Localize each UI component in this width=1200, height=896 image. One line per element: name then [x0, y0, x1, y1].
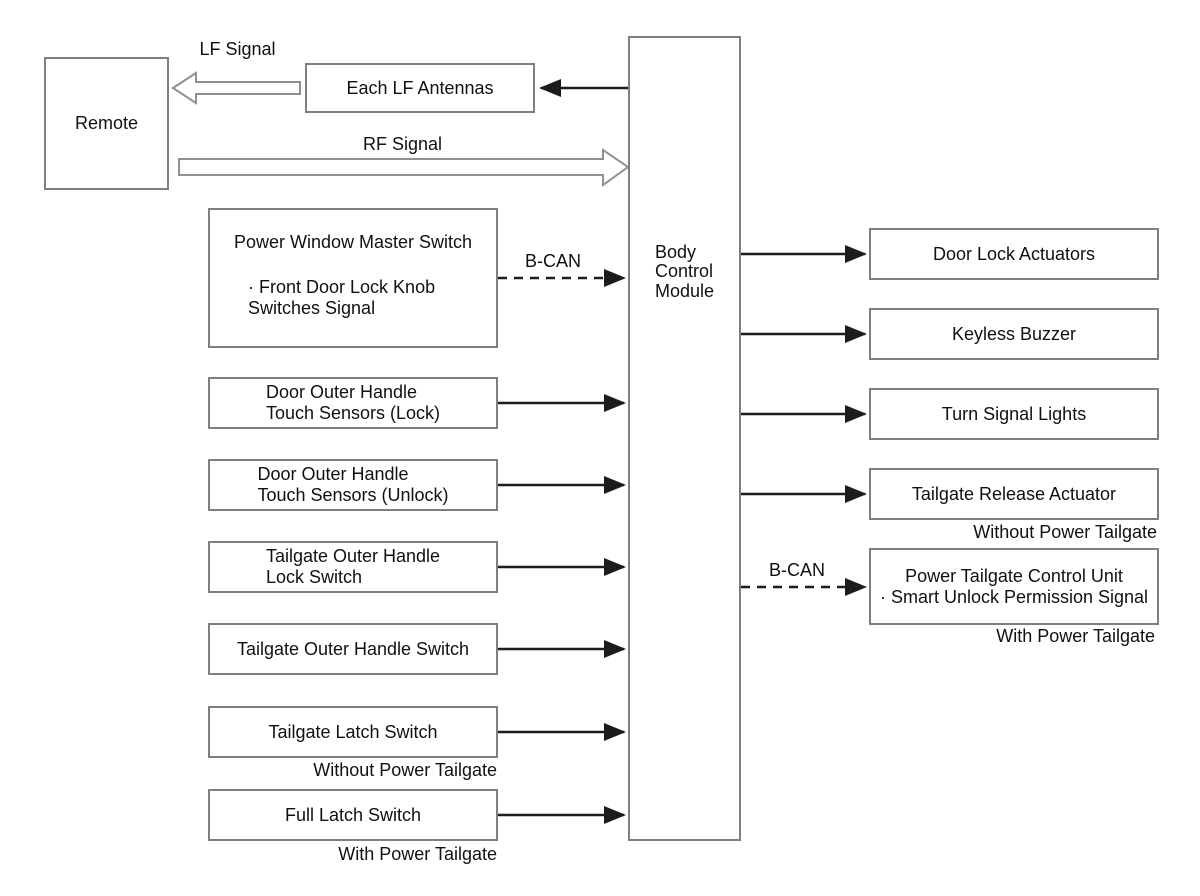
tailgate-release-actuator-node: Tailgate Release Actuator: [869, 468, 1159, 520]
rf-signal-arrow: [178, 148, 630, 187]
turn-signal-lights-node: Turn Signal Lights: [869, 388, 1159, 440]
keyless-buzzer-node: Keyless Buzzer: [869, 308, 1159, 360]
tailgate-release-actuator-note: Without Power Tailgate: [973, 522, 1157, 542]
node-label: Full Latch Switch: [284, 804, 422, 825]
full-latch-switch-node: Full Latch Switch: [208, 789, 498, 841]
node-label: Door Outer Handle: [265, 382, 418, 403]
tailgate-outer-handle-lock-switch-node: Tailgate Outer Handle Lock Switch: [208, 541, 498, 593]
full-latch-switch-note: With Power Tailgate: [338, 844, 497, 864]
node-label: · Smart Unlock Permission Signal: [879, 586, 1149, 607]
tailgate-latch-switch-note: Without Power Tailgate: [313, 760, 497, 780]
node-label: Tailgate Latch Switch: [268, 721, 438, 742]
tailgate-outer-handle-switch-node: Tailgate Outer Handle Switch: [208, 623, 498, 675]
bcm-label: Body Control Module: [655, 242, 715, 301]
node-label: Tailgate Release Actuator: [911, 483, 1117, 504]
power-tailgate-control-unit-note: With Power Tailgate: [996, 626, 1155, 646]
remote-label: Remote: [74, 113, 139, 134]
node-label: Tailgate Outer Handle Switch: [236, 638, 470, 659]
rf-signal-label: RF Signal: [362, 134, 443, 154]
door-outer-handle-lock-node: Door Outer Handle Touch Sensors (Lock): [208, 377, 498, 429]
node-sublabel: · Front Door Lock Knob Switches Signal: [248, 276, 436, 318]
node-label: Touch Sensors (Lock): [265, 403, 441, 423]
node-label: Power Window Master Switch: [233, 232, 473, 252]
door-outer-handle-unlock-node: Door Outer Handle Touch Sensors (Unlock): [208, 459, 498, 511]
node-label: Lock Switch: [265, 567, 362, 587]
node-label: Power Tailgate Control Unit: [905, 565, 1123, 586]
bcan-output-label: B-CAN: [768, 560, 825, 580]
node-label: Tailgate Outer Handle: [265, 546, 441, 567]
node-label: Turn Signal Lights: [941, 403, 1087, 424]
bcan-input-label: B-CAN: [524, 251, 581, 271]
lf-signal-arrow: [171, 71, 301, 105]
node-label: Door Lock Actuators: [932, 243, 1096, 264]
node-label: Door Outer Handle: [257, 464, 409, 485]
lf-antennas-node: Each LF Antennas: [305, 63, 535, 113]
node-label: Keyless Buzzer: [951, 323, 1077, 344]
tailgate-latch-switch-node: Tailgate Latch Switch: [208, 706, 498, 758]
lf-signal-label: LF Signal: [199, 39, 276, 59]
remote-node: Remote: [44, 57, 169, 190]
power-tailgate-control-unit-node: Power Tailgate Control Unit · Smart Unlo…: [869, 548, 1159, 625]
lf-antennas-label: Each LF Antennas: [346, 77, 494, 98]
door-lock-actuators-node: Door Lock Actuators: [869, 228, 1159, 280]
body-control-module-node: Body Control Module: [628, 36, 741, 841]
power-window-master-switch-node: Power Window Master Switch · Front Door …: [208, 208, 498, 348]
node-label: Touch Sensors (Unlock): [257, 485, 449, 505]
